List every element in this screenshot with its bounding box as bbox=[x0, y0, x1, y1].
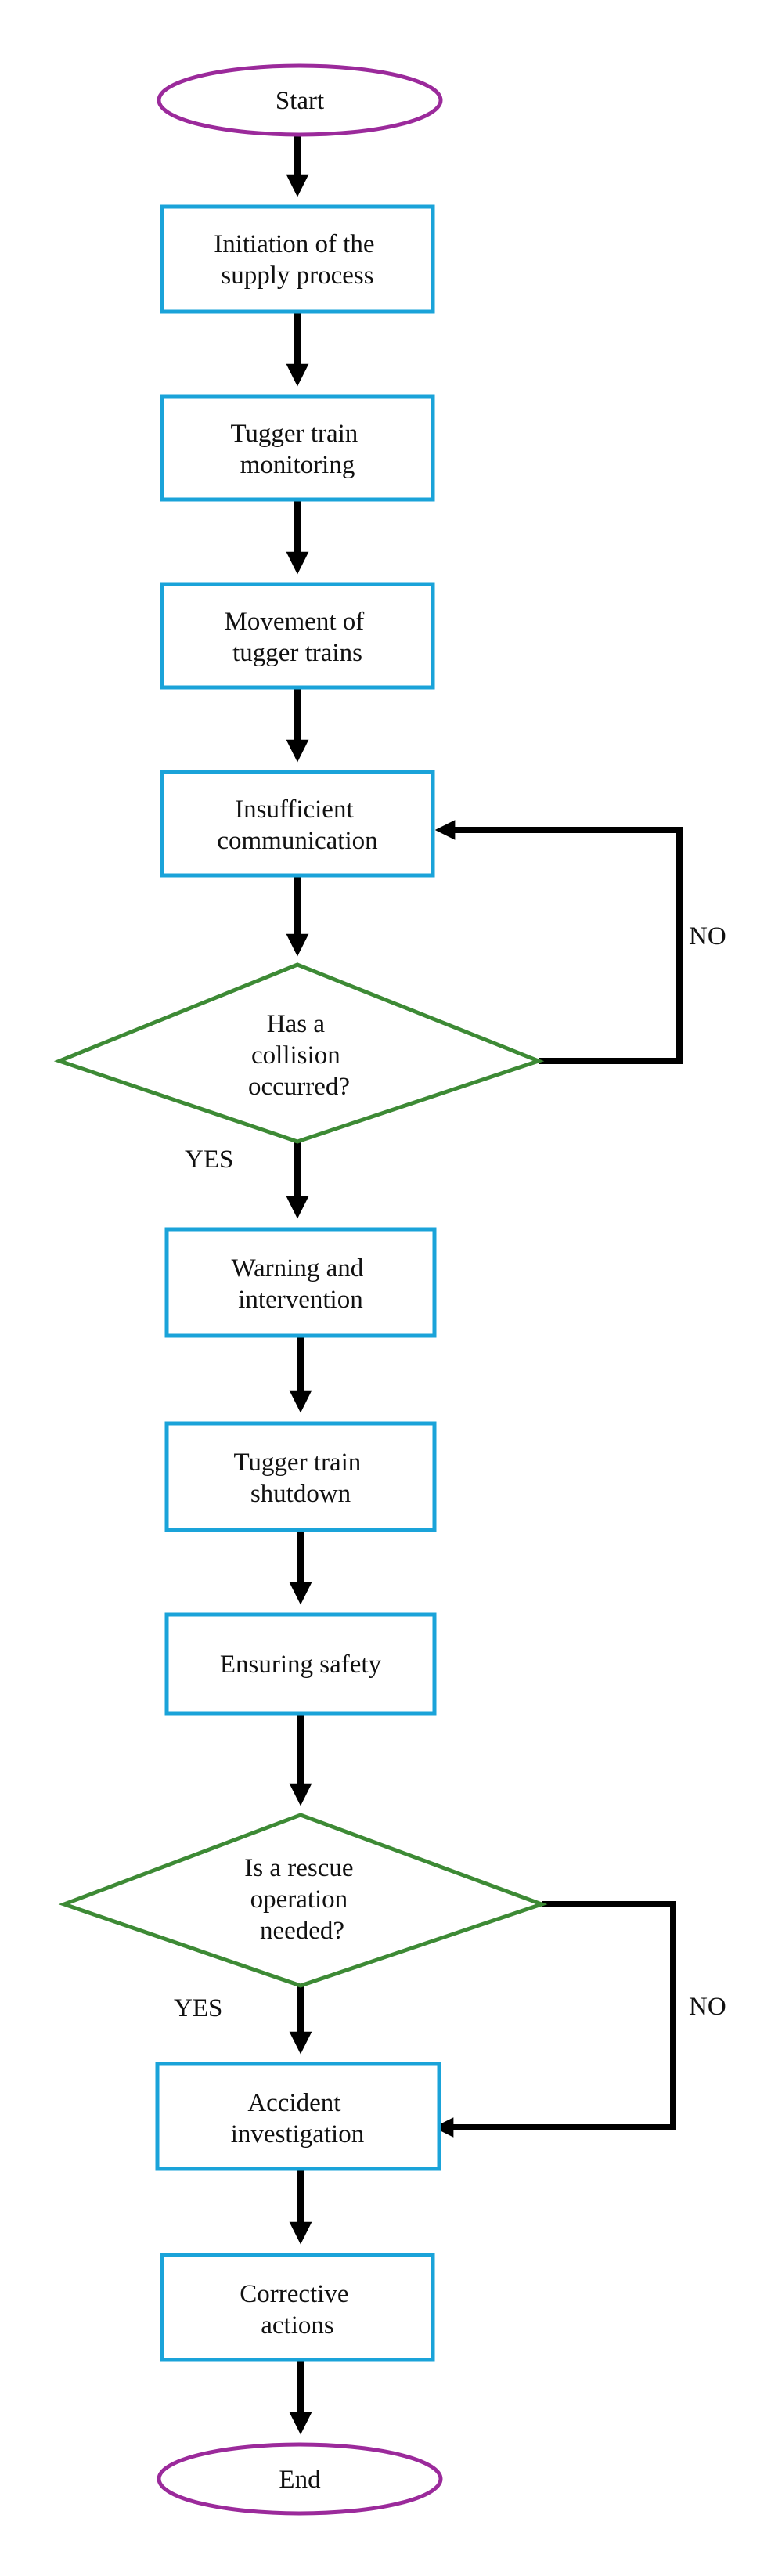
collision-yes-label: YES bbox=[185, 1145, 233, 1174]
rescue-label: Is a rescue operation needed? bbox=[244, 1854, 360, 1945]
communication-box bbox=[160, 770, 435, 878]
node-initiation: Initiation of the supply process bbox=[160, 204, 435, 314]
initiation-box bbox=[160, 204, 435, 314]
shutdown-box bbox=[164, 1421, 437, 1532]
node-communication: Insufficient communication bbox=[160, 770, 435, 878]
node-start: Start bbox=[157, 63, 443, 137]
rescue-yes-label: YES bbox=[174, 1994, 222, 2022]
arrow-rescue-no-loop bbox=[433, 1901, 676, 2138]
start-label: Start bbox=[276, 87, 324, 115]
node-shutdown: Tugger train shutdown bbox=[164, 1421, 437, 1532]
node-rescue-decision: Is a rescue operation needed? bbox=[58, 1813, 548, 1988]
monitoring-box bbox=[160, 394, 435, 502]
movement-label: Movement of tugger trains bbox=[225, 608, 371, 667]
rescue-no-label: NO bbox=[689, 1993, 726, 2021]
node-movement: Movement of tugger trains bbox=[160, 582, 435, 690]
node-end: End bbox=[157, 2442, 443, 2516]
communication-label: Insufficient communication bbox=[217, 796, 377, 855]
node-collision-decision: Has a collision occurred? bbox=[53, 962, 545, 1144]
safety-label: Ensuring safety bbox=[220, 1651, 382, 1679]
initiation-label: Initiation of the supply process bbox=[214, 230, 381, 290]
monitoring-label: Tugger train monitoring bbox=[230, 420, 364, 479]
node-investigation: Accident investigation bbox=[155, 2062, 441, 2171]
connectors bbox=[286, 135, 683, 2435]
end-label: End bbox=[279, 2466, 321, 2494]
movement-box bbox=[160, 582, 435, 690]
node-safety: Ensuring safety bbox=[164, 1612, 437, 1716]
shutdown-label: Tugger train shutdown bbox=[233, 1449, 367, 1508]
arrow-collision-no-loop bbox=[434, 820, 683, 1064]
investigation-label: Accident investigation bbox=[231, 2089, 364, 2148]
collision-diamond bbox=[53, 962, 545, 1144]
corrective-label: Corrective actions bbox=[240, 2280, 355, 2340]
start-terminal bbox=[157, 63, 443, 137]
safety-box bbox=[164, 1612, 437, 1716]
rescue-diamond bbox=[58, 1813, 548, 1988]
corrective-box bbox=[160, 2253, 435, 2362]
warning-box bbox=[164, 1227, 437, 1338]
end-terminal bbox=[157, 2442, 443, 2516]
node-monitoring: Tugger train monitoring bbox=[160, 394, 435, 502]
node-corrective: Corrective actions bbox=[160, 2253, 435, 2362]
collision-label: Has a collision occurred? bbox=[248, 1010, 350, 1101]
node-warning: Warning and intervention bbox=[164, 1227, 437, 1338]
warning-label: Warning and intervention bbox=[232, 1254, 370, 1314]
collision-no-label: NO bbox=[689, 922, 726, 951]
investigation-box bbox=[155, 2062, 441, 2171]
